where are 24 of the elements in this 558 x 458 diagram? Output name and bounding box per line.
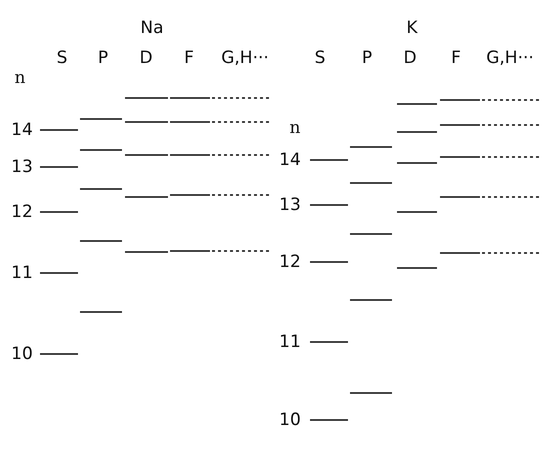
quantum-number-label: n: [14, 68, 26, 88]
level-number: 12: [279, 252, 301, 272]
element-label: Na: [140, 18, 164, 38]
series-label: P: [362, 48, 372, 68]
level-number: 10: [11, 344, 33, 364]
quantum-number-label: n: [290, 118, 300, 138]
element-label: K: [406, 18, 418, 38]
level-number: 10: [279, 410, 301, 430]
series-label: S: [314, 48, 326, 68]
level-number: 12: [11, 202, 33, 222]
level-number: 13: [11, 157, 33, 177]
series-label: G,H···: [221, 48, 269, 68]
series-label: P: [98, 48, 108, 68]
series-label: F: [184, 48, 194, 68]
series-label: S: [56, 48, 68, 68]
series-label: D: [403, 48, 417, 68]
level-number: 14: [279, 150, 301, 170]
series-label: G,H···: [486, 48, 534, 68]
level-number: 11: [279, 332, 301, 352]
level-number: 11: [11, 263, 33, 283]
series-label: F: [451, 48, 461, 68]
series-label: D: [139, 48, 153, 68]
level-number: 14: [11, 120, 33, 140]
level-number: 13: [279, 195, 301, 215]
